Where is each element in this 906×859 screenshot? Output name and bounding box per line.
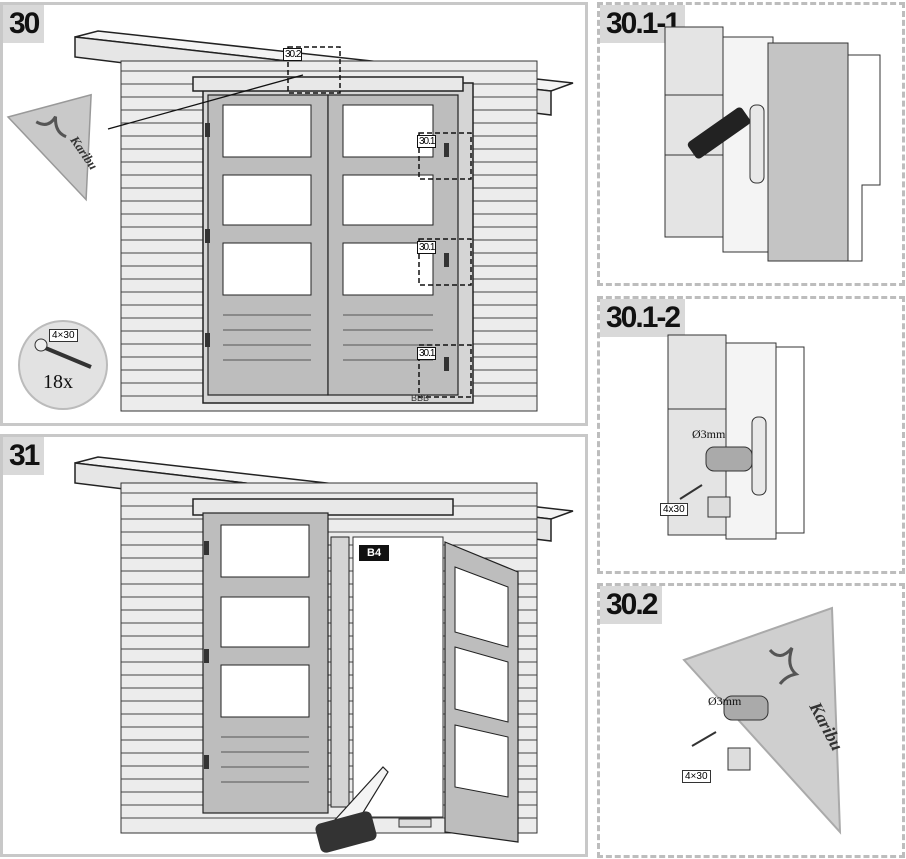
- step-30-illustration: BBB: [6, 30, 574, 412]
- step-30-1-2-panel: 30.1-2 Ø3mm 4x30: [597, 296, 905, 574]
- step-30-1-2-illustration: [667, 334, 805, 540]
- svg-text:BBB: BBB: [411, 393, 429, 403]
- step-30-2-label: 30.2: [600, 586, 663, 624]
- screw-badge: [18, 320, 108, 410]
- step-30-1-1-illustration: [664, 26, 881, 262]
- logo-plate: [6, 93, 92, 202]
- part-b4-label: B4: [359, 545, 390, 561]
- step-30-2-illustration: [682, 606, 842, 835]
- step-30-2-panel: 30.2 Ø3mm 4×30 Karibu: [597, 583, 905, 858]
- step-30-label: 30: [3, 5, 45, 43]
- callout-30-1-a: 30.1: [417, 135, 437, 148]
- step-31-illustration: [74, 456, 574, 853]
- screw-size-badge: 4×30: [49, 329, 78, 342]
- drill-diameter-b: Ø3mm: [708, 694, 742, 708]
- screw-count: 18x: [43, 371, 73, 393]
- callout-30-1-b: 30.1: [417, 241, 437, 254]
- screw-size-a: 4x30: [660, 503, 688, 516]
- step-30-1-1-panel: 30.1-1: [597, 2, 905, 286]
- step-31-label: 31: [3, 437, 45, 475]
- step-30-panel: 30: [0, 2, 588, 426]
- drill-diameter-a: Ø3mm: [692, 427, 726, 441]
- callout-30-2: 30.2: [283, 48, 303, 61]
- step-31-panel: 31 B4: [0, 434, 588, 857]
- screw-size-b: 4×30: [682, 770, 711, 783]
- callout-30-1-c: 30.1: [417, 347, 437, 360]
- step-30-1-2-label: 30.1-2: [600, 299, 686, 337]
